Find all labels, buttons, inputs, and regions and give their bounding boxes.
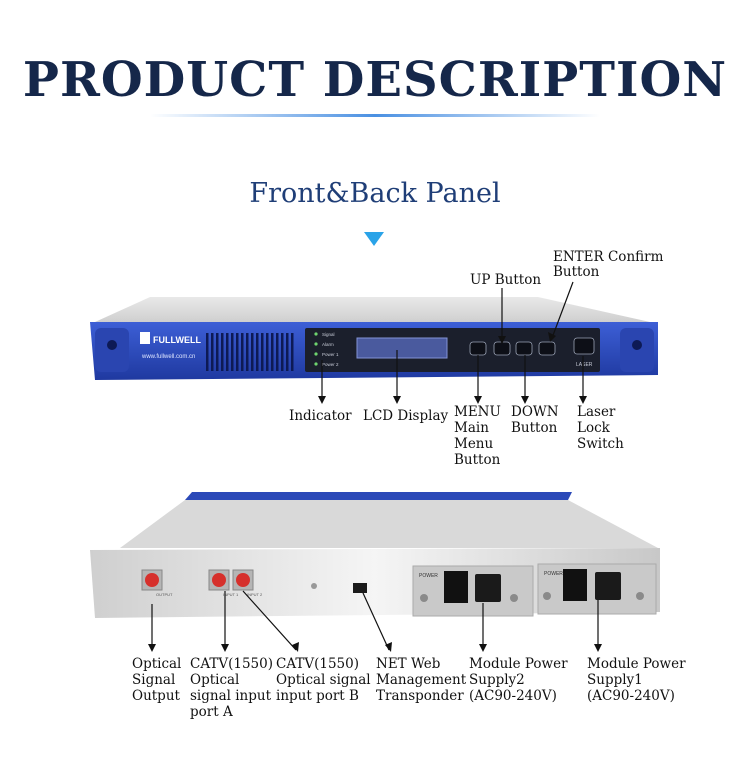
vent-slot xyxy=(216,333,219,371)
menu-button[interactable] xyxy=(469,341,487,356)
power-socket-1[interactable] xyxy=(595,572,621,600)
label-laser-3: Switch xyxy=(577,436,624,452)
laser-lock-switch[interactable] xyxy=(573,337,595,355)
page-title: PRODUCT DESCRIPTION xyxy=(22,52,728,108)
title-divider xyxy=(150,114,600,117)
led-indicator xyxy=(314,352,318,356)
vent-slot xyxy=(231,333,234,371)
label-menu-3: Menu xyxy=(454,436,494,452)
led-label: Power 2 xyxy=(322,362,339,367)
label-psu2-3: (AC90-240V) xyxy=(469,688,557,704)
port-label: INPUT 1 xyxy=(223,592,239,597)
laser-label: LASER xyxy=(576,362,593,368)
label-menu-1: MENU xyxy=(454,404,501,420)
optical-port[interactable] xyxy=(208,569,230,591)
vent-slot xyxy=(226,333,229,371)
vent-slot xyxy=(271,333,274,371)
vent-slot xyxy=(251,333,254,371)
control-panel xyxy=(305,328,600,372)
website-text: www.fullwell.com.cn xyxy=(141,354,195,360)
port-label: INPUT 2 xyxy=(247,592,263,597)
label-indicator: Indicator xyxy=(289,408,352,424)
vent-slot xyxy=(236,333,239,371)
psu2-screw-icon xyxy=(420,594,428,602)
net-port[interactable] xyxy=(353,583,367,593)
label-down-1: DOWN xyxy=(511,404,559,420)
down-arrow-icon xyxy=(364,232,384,246)
led-indicator xyxy=(314,342,318,346)
vent-slot xyxy=(256,333,259,371)
brand-logo: FULLWELL www.fullwell.com.cn xyxy=(140,332,201,360)
label-output-2: Signal xyxy=(132,672,176,688)
vent-slot xyxy=(241,333,244,371)
power-supply-2: POWER xyxy=(412,565,534,617)
front-panel: FULLWELL www.fullwell.com.cn SignalAlarm… xyxy=(90,297,658,380)
label-port-a-1: CATV(1550) xyxy=(190,656,273,672)
section-subtitle: Front&Back Panel xyxy=(249,178,501,209)
label-net-1: NET Web xyxy=(376,656,441,672)
optical-port[interactable] xyxy=(141,569,163,591)
label-port-b-2: Optical signal xyxy=(276,672,371,688)
brand-logo-text: FULLWELL xyxy=(153,335,201,345)
label-laser-2: Lock xyxy=(577,420,610,436)
label-enter-line1: ENTER Confirm xyxy=(553,249,664,265)
label-port-a-4: port A xyxy=(190,704,233,720)
enter-button[interactable] xyxy=(538,341,556,356)
power-socket-2[interactable] xyxy=(475,574,501,602)
vent-grille xyxy=(206,333,294,371)
power-label-1: POWER xyxy=(544,571,563,577)
label-lcd: LCD Display xyxy=(363,408,449,424)
label-port-b-3: input port B xyxy=(276,688,359,704)
power-supply-1: POWER xyxy=(537,563,657,615)
label-menu-4: Button xyxy=(454,452,501,468)
label-port-b-1: CATV(1550) xyxy=(276,656,359,672)
callout-arrowheads xyxy=(148,332,602,652)
vent-slot xyxy=(211,333,214,371)
label-psu1-1: Module Power xyxy=(587,656,686,672)
vent-slot xyxy=(281,333,284,371)
led-indicator xyxy=(314,362,318,366)
label-psu1-3: (AC90-240V) xyxy=(587,688,675,704)
vent-slot xyxy=(246,333,249,371)
label-port-a-2: Optical xyxy=(190,672,240,688)
callout-lines xyxy=(151,281,599,651)
label-net-2: Management xyxy=(376,672,467,688)
led-label: Signal xyxy=(322,332,335,337)
vent-slot xyxy=(286,333,289,371)
optical-port[interactable] xyxy=(232,569,254,591)
vent-slot xyxy=(221,333,224,371)
label-psu1-2: Supply1 xyxy=(587,672,643,688)
port-label: OUTPUT xyxy=(156,592,173,597)
vent-slot xyxy=(276,333,279,371)
power-label-2: POWER xyxy=(419,573,438,579)
power-switch-1[interactable] xyxy=(563,569,587,601)
label-port-a-3: signal input xyxy=(190,688,272,704)
label-down-2: Button xyxy=(511,420,558,436)
down-button[interactable] xyxy=(515,341,533,356)
lcd-display xyxy=(356,337,448,359)
vent-slot xyxy=(206,333,209,371)
label-output-1: Optical xyxy=(132,656,182,672)
vent-slot xyxy=(266,333,269,371)
led-label: Power 1 xyxy=(322,352,339,357)
vent-slot xyxy=(261,333,264,371)
label-enter-line2: Button xyxy=(553,264,600,280)
vent-slot xyxy=(291,333,294,371)
label-up-button: UP Button xyxy=(470,272,542,288)
label-laser-1: Laser xyxy=(577,404,616,420)
label-output-3: Output xyxy=(132,688,180,704)
led-label: Alarm xyxy=(322,342,334,347)
label-psu2-1: Module Power xyxy=(469,656,568,672)
power-switch-2[interactable] xyxy=(444,571,468,603)
label-menu-2: Main xyxy=(454,420,489,436)
label-net-3: Transponder xyxy=(376,688,464,704)
label-psu2-2: Supply2 xyxy=(469,672,525,688)
rear-panel: OUTPUT INPUT 1 INPUT 2 POWER POWER xyxy=(90,492,660,618)
led-indicator xyxy=(314,332,318,336)
